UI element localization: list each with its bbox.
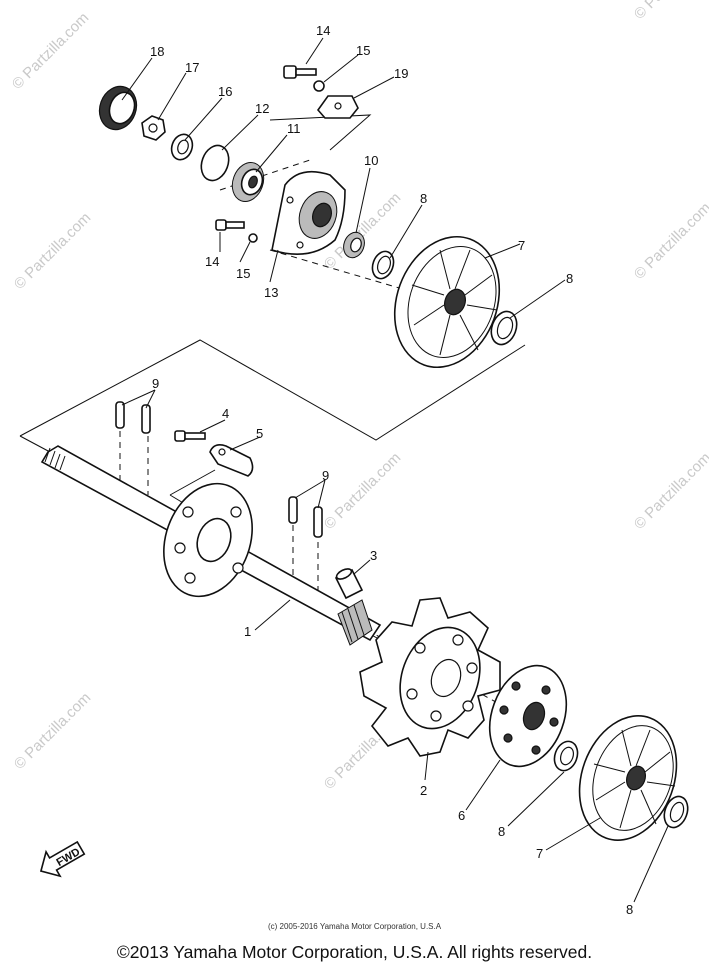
callout-6: 6 — [458, 808, 465, 823]
callout-8: 8 — [420, 191, 427, 206]
watermark: © Partzilla.com — [631, 0, 709, 23]
watermark: © Partzilla.com — [11, 689, 94, 772]
part-17-nut[interactable] — [141, 115, 166, 141]
callout-5: 5 — [256, 426, 263, 441]
part-15-washer-lower[interactable] — [248, 233, 258, 243]
callout-4: 4 — [222, 406, 229, 421]
callout-8: 8 — [566, 271, 573, 286]
part-9-pins-right[interactable] — [288, 496, 323, 538]
callout-18: 18 — [150, 44, 164, 59]
callout-8: 8 — [626, 902, 633, 917]
part-5-bracket[interactable] — [209, 444, 254, 477]
watermark: © Partzilla.com — [631, 199, 709, 282]
part-7-idler-wheel-lower[interactable] — [563, 702, 693, 854]
callout-16: 16 — [218, 84, 232, 99]
callout-1: 1 — [244, 624, 251, 639]
leader-lines — [121, 37, 669, 903]
part-18-gear[interactable] — [94, 81, 143, 135]
callout-19: 19 — [394, 66, 408, 81]
part-8-spacer-lower-right[interactable] — [660, 793, 692, 831]
callout-10: 10 — [364, 153, 378, 168]
callout-12: 12 — [255, 101, 269, 116]
part-14-bolt-upper[interactable] — [283, 65, 317, 79]
callout-14: 14 — [316, 23, 330, 38]
callout-labels: 18 17 16 12 11 10 8 7 8 14 15 19 13 14 1… — [150, 23, 633, 917]
fwd-arrow: FWD — [39, 840, 86, 878]
callout-13: 13 — [264, 285, 278, 300]
fwd-label: FWD — [55, 846, 83, 869]
part-3-collar[interactable] — [334, 567, 364, 600]
callout-14: 14 — [205, 254, 219, 269]
part-19-clamp[interactable] — [316, 95, 359, 119]
callout-3: 3 — [370, 548, 377, 563]
part-6-flange-disc-left[interactable] — [149, 471, 268, 609]
part-9-pins-left[interactable] — [115, 401, 151, 434]
part-11-bearing[interactable] — [227, 158, 269, 206]
part-7-idler-wheel-upper[interactable] — [377, 222, 517, 382]
part-14-bolt-lower[interactable] — [215, 219, 245, 231]
watermark: © Partzilla.com — [321, 449, 404, 532]
copyright-small: (c) 2005-2016 Yamaha Motor Corporation, … — [267, 922, 442, 931]
watermark: © Partzilla.com — [631, 449, 709, 532]
callout-7: 7 — [518, 238, 525, 253]
part-8-spacer-upper[interactable] — [369, 248, 397, 281]
part-2-drive-sprocket[interactable] — [359, 597, 501, 757]
callout-17: 17 — [185, 60, 199, 75]
part-16-washer[interactable] — [168, 131, 196, 162]
watermark: © Partzilla.com — [11, 209, 94, 292]
callout-15: 15 — [236, 266, 250, 281]
callout-8: 8 — [498, 824, 505, 839]
callout-15: 15 — [356, 43, 370, 58]
callout-11: 11 — [287, 121, 301, 136]
callout-2: 2 — [420, 783, 427, 798]
part-8-spacer-right[interactable] — [487, 308, 521, 348]
callout-9: 9 — [322, 468, 329, 483]
part-13-housing-plate[interactable] — [271, 170, 346, 256]
callout-7: 7 — [536, 846, 543, 861]
part-6-flange-disc-right[interactable] — [476, 655, 579, 777]
watermark: © Partzilla.com — [9, 9, 92, 92]
part-10-bearing[interactable] — [340, 229, 368, 260]
part-12-circlip[interactable] — [197, 142, 234, 185]
copyright-main: ©2013 Yamaha Motor Corporation, U.S.A. A… — [116, 942, 593, 962]
part-4-bolt[interactable] — [174, 430, 206, 442]
part-8-spacer-lower-left[interactable] — [551, 738, 582, 774]
part-15-washer-upper[interactable] — [313, 80, 325, 92]
callout-9: 9 — [152, 376, 159, 391]
